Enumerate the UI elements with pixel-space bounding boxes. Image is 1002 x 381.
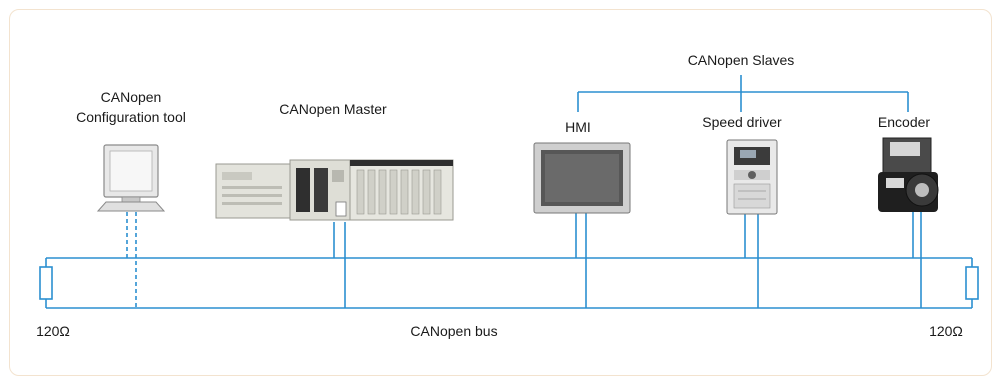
speed-driver-label: Speed driver	[702, 114, 782, 130]
hmi-label: HMI	[565, 119, 591, 135]
terminator-right	[965, 258, 979, 308]
hmi-panel-icon	[533, 142, 631, 214]
terminator-left	[39, 258, 53, 308]
encoder-icon	[878, 137, 939, 212]
config-tool-label-line1: CANopen	[100, 89, 162, 105]
can-bus	[46, 257, 972, 309]
slaves-bracket	[577, 75, 909, 112]
encoder-label: Encoder	[877, 114, 931, 130]
hmi-drop	[575, 213, 587, 308]
speed-driver-icon	[726, 139, 778, 215]
plc-master-icon	[215, 159, 454, 221]
config-tool-label-line2: Configuration tool	[76, 109, 186, 125]
encoder-drop	[912, 212, 922, 308]
terminator-right-label: 120Ω	[929, 323, 963, 339]
master-label: CANopen Master	[279, 101, 387, 117]
slaves-label: CANopen Slaves	[687, 52, 795, 68]
monitor-icon	[96, 144, 166, 212]
config-tool-drop	[126, 212, 137, 308]
terminator-left-label: 120Ω	[36, 323, 70, 339]
master-drop	[333, 222, 346, 308]
speed-driver-drop	[744, 214, 759, 308]
bus-label: CANopen bus	[410, 323, 498, 339]
diagram-frame	[9, 9, 992, 376]
